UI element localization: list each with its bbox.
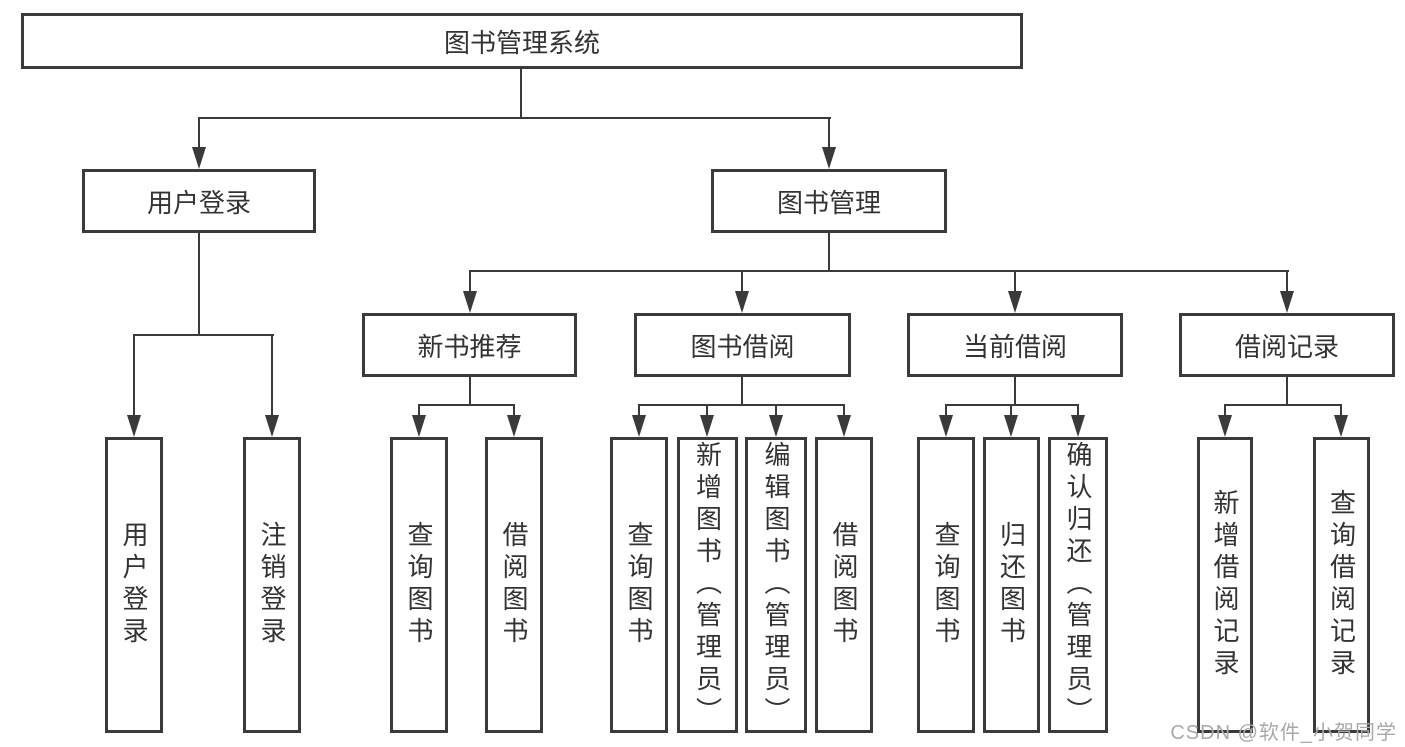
- arrow-head: [1071, 415, 1085, 437]
- connector-line: [1286, 375, 1288, 406]
- leaf-edit-book-admin-label: 编辑图书（管理员）: [761, 441, 791, 729]
- node-book-borrow-label: 图书借阅: [690, 331, 795, 362]
- connector-line: [828, 231, 830, 272]
- leaf-query-books-borrow-label: 查询图书: [624, 521, 654, 649]
- arrow-head: [507, 415, 521, 437]
- leaf-logout: 注销登录: [243, 437, 301, 733]
- leaf-borrow-books: 借阅图书: [815, 437, 873, 733]
- node-new-book-recommend-label: 新书推荐: [417, 331, 522, 362]
- connector-line: [198, 117, 200, 149]
- arrow-head: [127, 415, 141, 437]
- node-current-borrow: 当前借阅: [907, 313, 1123, 377]
- connector-line: [1224, 404, 1342, 406]
- node-new-book-recommend: 新书推荐: [362, 313, 577, 377]
- leaf-return-book-label: 归还图书: [996, 521, 1027, 649]
- node-current-borrow-label: 当前借阅: [962, 331, 1067, 362]
- connector-line: [469, 270, 1289, 272]
- arrow-head: [1004, 415, 1018, 437]
- leaf-query-borrow-record-label: 查询借阅记录: [1326, 489, 1357, 681]
- connector-line: [133, 334, 274, 336]
- node-root: 图书管理系统: [21, 13, 1023, 69]
- leaf-confirm-return-admin-label: 确认归还（管理员）: [1063, 441, 1093, 729]
- connector-line: [945, 404, 947, 416]
- leaf-borrow-books-recommend-label: 借阅图书: [499, 521, 529, 649]
- leaf-add-borrow-record-label: 新增借阅记录: [1210, 489, 1240, 681]
- connector-line: [828, 117, 830, 149]
- leaf-query-borrow-record: 查询借阅记录: [1313, 437, 1370, 733]
- connector-line: [133, 334, 135, 416]
- connector-line: [418, 404, 515, 406]
- connector-line: [469, 270, 471, 292]
- connector-line: [418, 404, 420, 416]
- connector-line: [520, 66, 522, 119]
- connector-line: [843, 404, 845, 416]
- connector-line: [945, 404, 1079, 406]
- connector-line: [1014, 270, 1016, 292]
- leaf-borrow-books-recommend: 借阅图书: [485, 437, 543, 733]
- leaf-query-books-current-label: 查询图书: [931, 521, 961, 649]
- connector-line: [198, 117, 831, 119]
- leaf-add-book-admin-label: 新增图书（管理员）: [692, 441, 723, 729]
- leaf-add-borrow-record: 新增借阅记录: [1197, 437, 1253, 733]
- node-user-login: 用户登录: [82, 169, 316, 233]
- arrow-head: [1218, 415, 1232, 437]
- connector-line: [271, 334, 273, 416]
- arrow-head: [265, 415, 279, 437]
- arrow-head: [735, 291, 749, 313]
- connector-line: [1077, 404, 1079, 416]
- connector-line: [775, 404, 777, 416]
- arrow-head: [822, 147, 836, 169]
- connector-line: [469, 375, 471, 406]
- leaf-return-book: 归还图书: [983, 437, 1040, 733]
- arrow-head: [1008, 291, 1022, 313]
- leaf-user-login: 用户登录: [105, 437, 163, 733]
- leaf-add-book-admin: 新增图书（管理员）: [677, 437, 738, 733]
- leaf-borrow-books-label: 借阅图书: [829, 521, 859, 649]
- leaf-query-books-recommend: 查询图书: [390, 437, 448, 733]
- arrow-head: [192, 147, 206, 169]
- leaf-user-login-label: 用户登录: [119, 521, 149, 649]
- leaf-confirm-return-admin: 确认归还（管理员）: [1048, 437, 1108, 733]
- arrow-head: [463, 291, 477, 313]
- connector-line: [1224, 404, 1226, 416]
- connector-line: [638, 404, 845, 406]
- connector-line: [638, 404, 640, 416]
- arrow-head: [412, 415, 426, 437]
- leaf-logout-label: 注销登录: [257, 521, 287, 649]
- connector-line: [1014, 375, 1016, 406]
- arrow-head: [1334, 415, 1348, 437]
- arrow-head: [700, 415, 714, 437]
- connector-line: [1010, 404, 1012, 416]
- connector-line: [1286, 270, 1288, 292]
- connector-line: [741, 270, 743, 292]
- watermark: CSDN @软件_小贺同学: [1170, 722, 1397, 744]
- connector-line: [1340, 404, 1342, 416]
- leaf-query-books-current: 查询图书: [917, 437, 975, 733]
- connector-line: [198, 231, 200, 336]
- arrow-head: [939, 415, 953, 437]
- node-borrow-records-label: 借阅记录: [1234, 331, 1339, 362]
- node-user-login-label: 用户登录: [146, 187, 251, 218]
- node-book-management: 图书管理: [711, 169, 947, 233]
- node-book-management-label: 图书管理: [776, 187, 881, 218]
- node-book-borrow: 图书借阅: [634, 313, 851, 377]
- connector-line: [706, 404, 708, 416]
- node-root-label: 图书管理系统: [443, 27, 600, 58]
- node-borrow-records: 借阅记录: [1179, 313, 1395, 377]
- connector-line: [741, 375, 743, 406]
- arrow-head: [837, 415, 851, 437]
- arrow-head: [632, 415, 646, 437]
- connector-line: [513, 404, 515, 416]
- arrow-head: [1280, 291, 1294, 313]
- leaf-edit-book-admin: 编辑图书（管理员）: [745, 437, 807, 733]
- leaf-query-books-borrow: 查询图书: [610, 437, 668, 733]
- leaf-query-books-recommend-label: 查询图书: [404, 521, 434, 649]
- arrow-head: [769, 415, 783, 437]
